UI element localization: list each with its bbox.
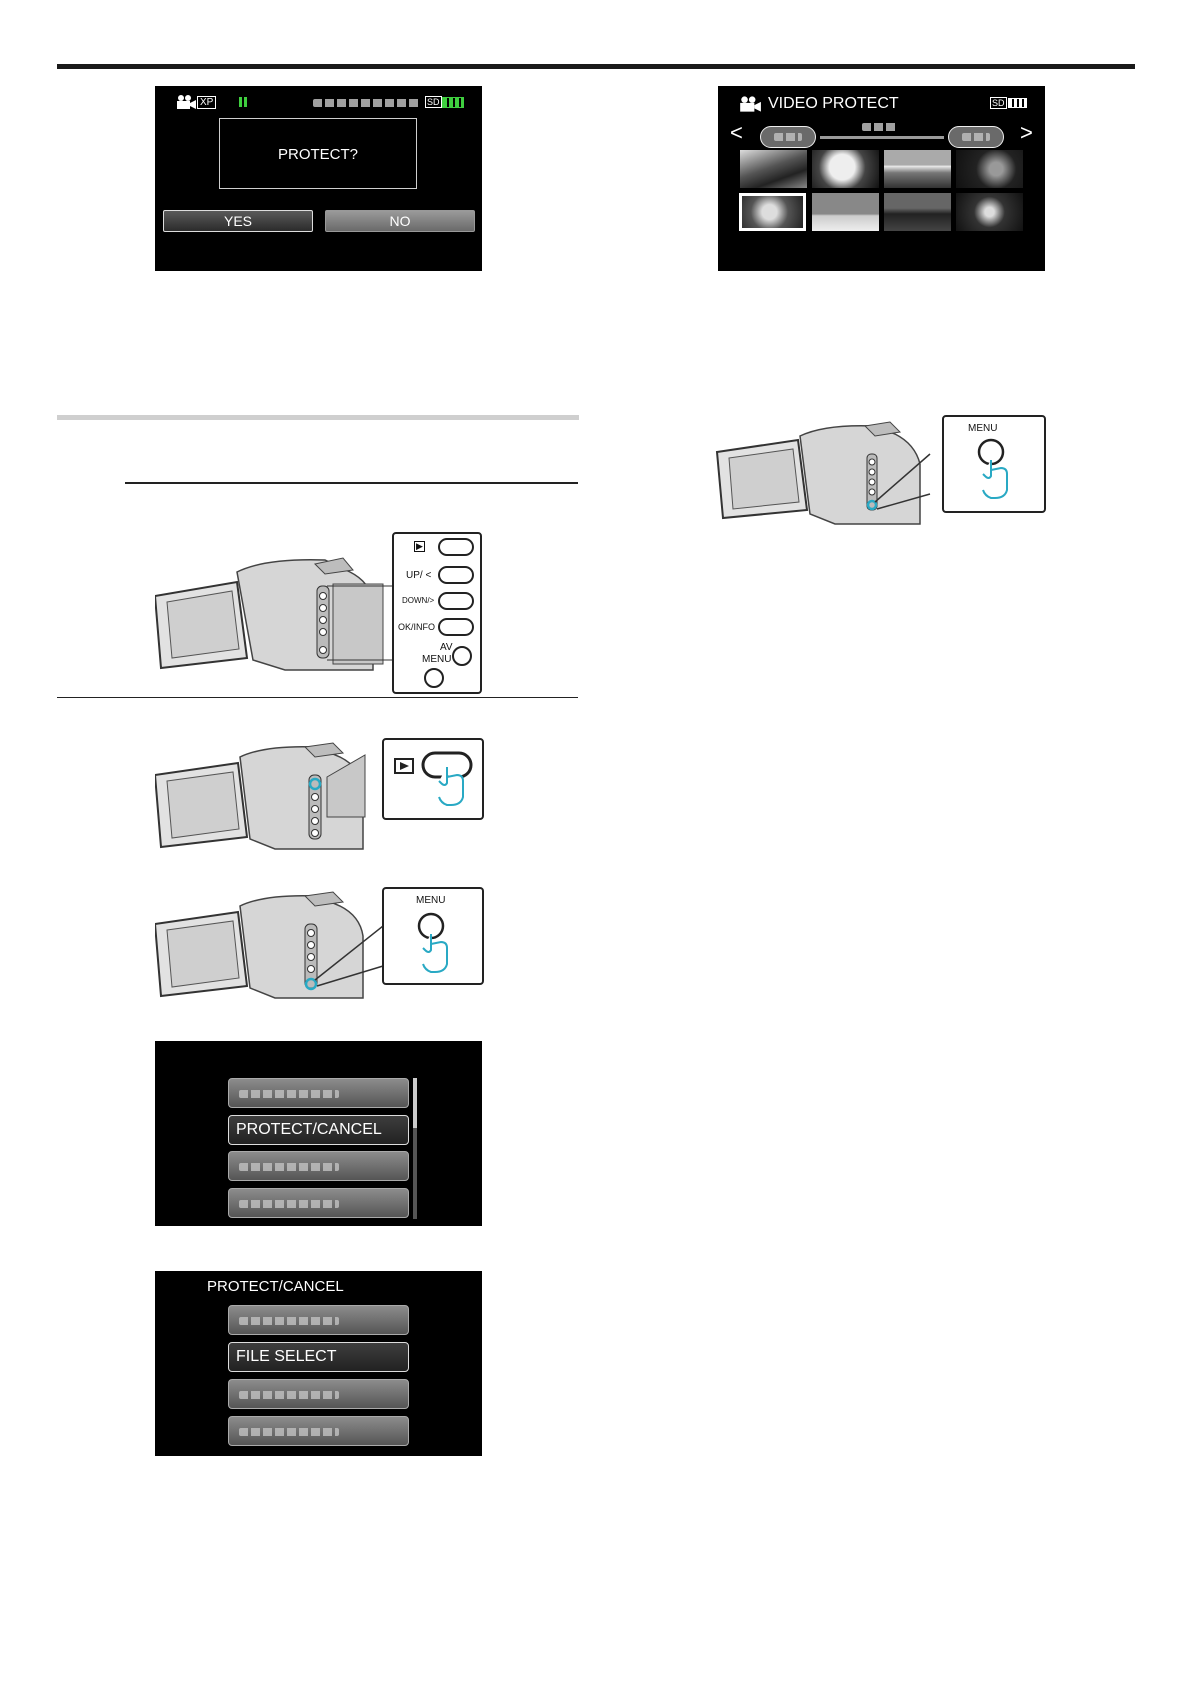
prev-group-button[interactable] xyxy=(760,126,816,148)
scrollbar[interactable] xyxy=(413,1078,417,1219)
step-rule xyxy=(57,697,578,698)
protect-question: PROTECT? xyxy=(220,146,416,163)
protect-cancel-screen: PROTECT/CANCEL FILE SELECT xyxy=(155,1271,482,1456)
video-camera-icon xyxy=(738,95,762,113)
quality-badge: XP xyxy=(197,96,216,109)
menu-label: MENU xyxy=(422,654,451,665)
media-badge: SD xyxy=(990,97,1007,109)
protect-dialog: PROTECT? xyxy=(219,118,417,189)
menu-item-protect-cancel[interactable]: PROTECT/CANCEL xyxy=(228,1115,409,1145)
down-label: DOWN/> xyxy=(402,596,434,605)
menu-screen: PROTECT/CANCEL xyxy=(155,1041,482,1226)
media-badge: SD xyxy=(425,96,442,108)
av-label: AV xyxy=(440,642,453,653)
camera-play-illustration xyxy=(155,737,485,853)
prev-page-arrow[interactable]: < xyxy=(730,122,743,144)
thumbnail[interactable] xyxy=(956,150,1023,188)
section-rule xyxy=(57,415,579,420)
battery-icon xyxy=(1008,98,1027,108)
menu-item[interactable] xyxy=(228,1305,409,1335)
menu-button[interactable] xyxy=(424,668,444,688)
menu-item-label: FILE SELECT xyxy=(236,1348,336,1366)
menu-item-file-select[interactable]: FILE SELECT xyxy=(228,1342,409,1372)
thumbnail[interactable] xyxy=(884,193,951,231)
menu-item[interactable] xyxy=(228,1379,409,1409)
play-button[interactable] xyxy=(438,538,474,556)
video-protect-screen: VIDEO PROTECT SD < > xyxy=(718,86,1045,271)
date-bar xyxy=(820,136,944,139)
timecode-text xyxy=(313,99,420,107)
pause-icon xyxy=(239,97,242,107)
av-button[interactable] xyxy=(452,646,472,666)
camcorder-overview-illustration xyxy=(155,552,395,678)
no-button[interactable]: NO xyxy=(325,210,475,232)
button-panel: ▶ UP/ < DOWN/> OK/INFO AV MENU xyxy=(392,532,482,694)
date-text xyxy=(862,123,898,131)
menu-callout-label: MENU xyxy=(968,423,997,434)
menu-item-label: PROTECT/CANCEL xyxy=(236,1121,382,1139)
camcorder-drawing xyxy=(717,422,930,524)
play-label: ▶ xyxy=(414,541,425,552)
scrollbar-thumb[interactable] xyxy=(413,1078,417,1128)
thumbnail[interactable] xyxy=(956,193,1023,231)
ok-info-button[interactable] xyxy=(438,618,474,636)
menu-callout-label: MENU xyxy=(416,895,445,906)
thumbnail[interactable] xyxy=(812,193,879,231)
protect-confirm-screen: XP SD PROTECT? YES NO xyxy=(155,86,482,271)
battery-icon xyxy=(442,97,464,108)
menu-item[interactable] xyxy=(228,1078,409,1108)
up-label: UP/ < xyxy=(406,570,431,581)
video-protect-title: VIDEO PROTECT xyxy=(768,95,899,113)
menu-item[interactable] xyxy=(228,1188,409,1218)
menu-item[interactable] xyxy=(228,1416,409,1446)
next-page-arrow[interactable]: > xyxy=(1020,122,1033,144)
thumbnail[interactable] xyxy=(740,150,807,188)
thumbnail-selected[interactable] xyxy=(739,193,806,231)
video-camera-icon xyxy=(175,94,197,110)
thumbnail[interactable] xyxy=(884,150,951,188)
menu-item[interactable] xyxy=(228,1151,409,1181)
thumbnail[interactable] xyxy=(812,150,879,188)
top-rule xyxy=(57,64,1135,69)
next-group-button[interactable] xyxy=(948,126,1004,148)
yes-button[interactable]: YES xyxy=(163,210,313,232)
down-button[interactable] xyxy=(438,592,474,610)
ok-info-label: OK/INFO xyxy=(398,622,435,632)
protect-cancel-title: PROTECT/CANCEL xyxy=(207,1278,344,1295)
up-button[interactable] xyxy=(438,566,474,584)
subsection-rule xyxy=(125,482,578,484)
